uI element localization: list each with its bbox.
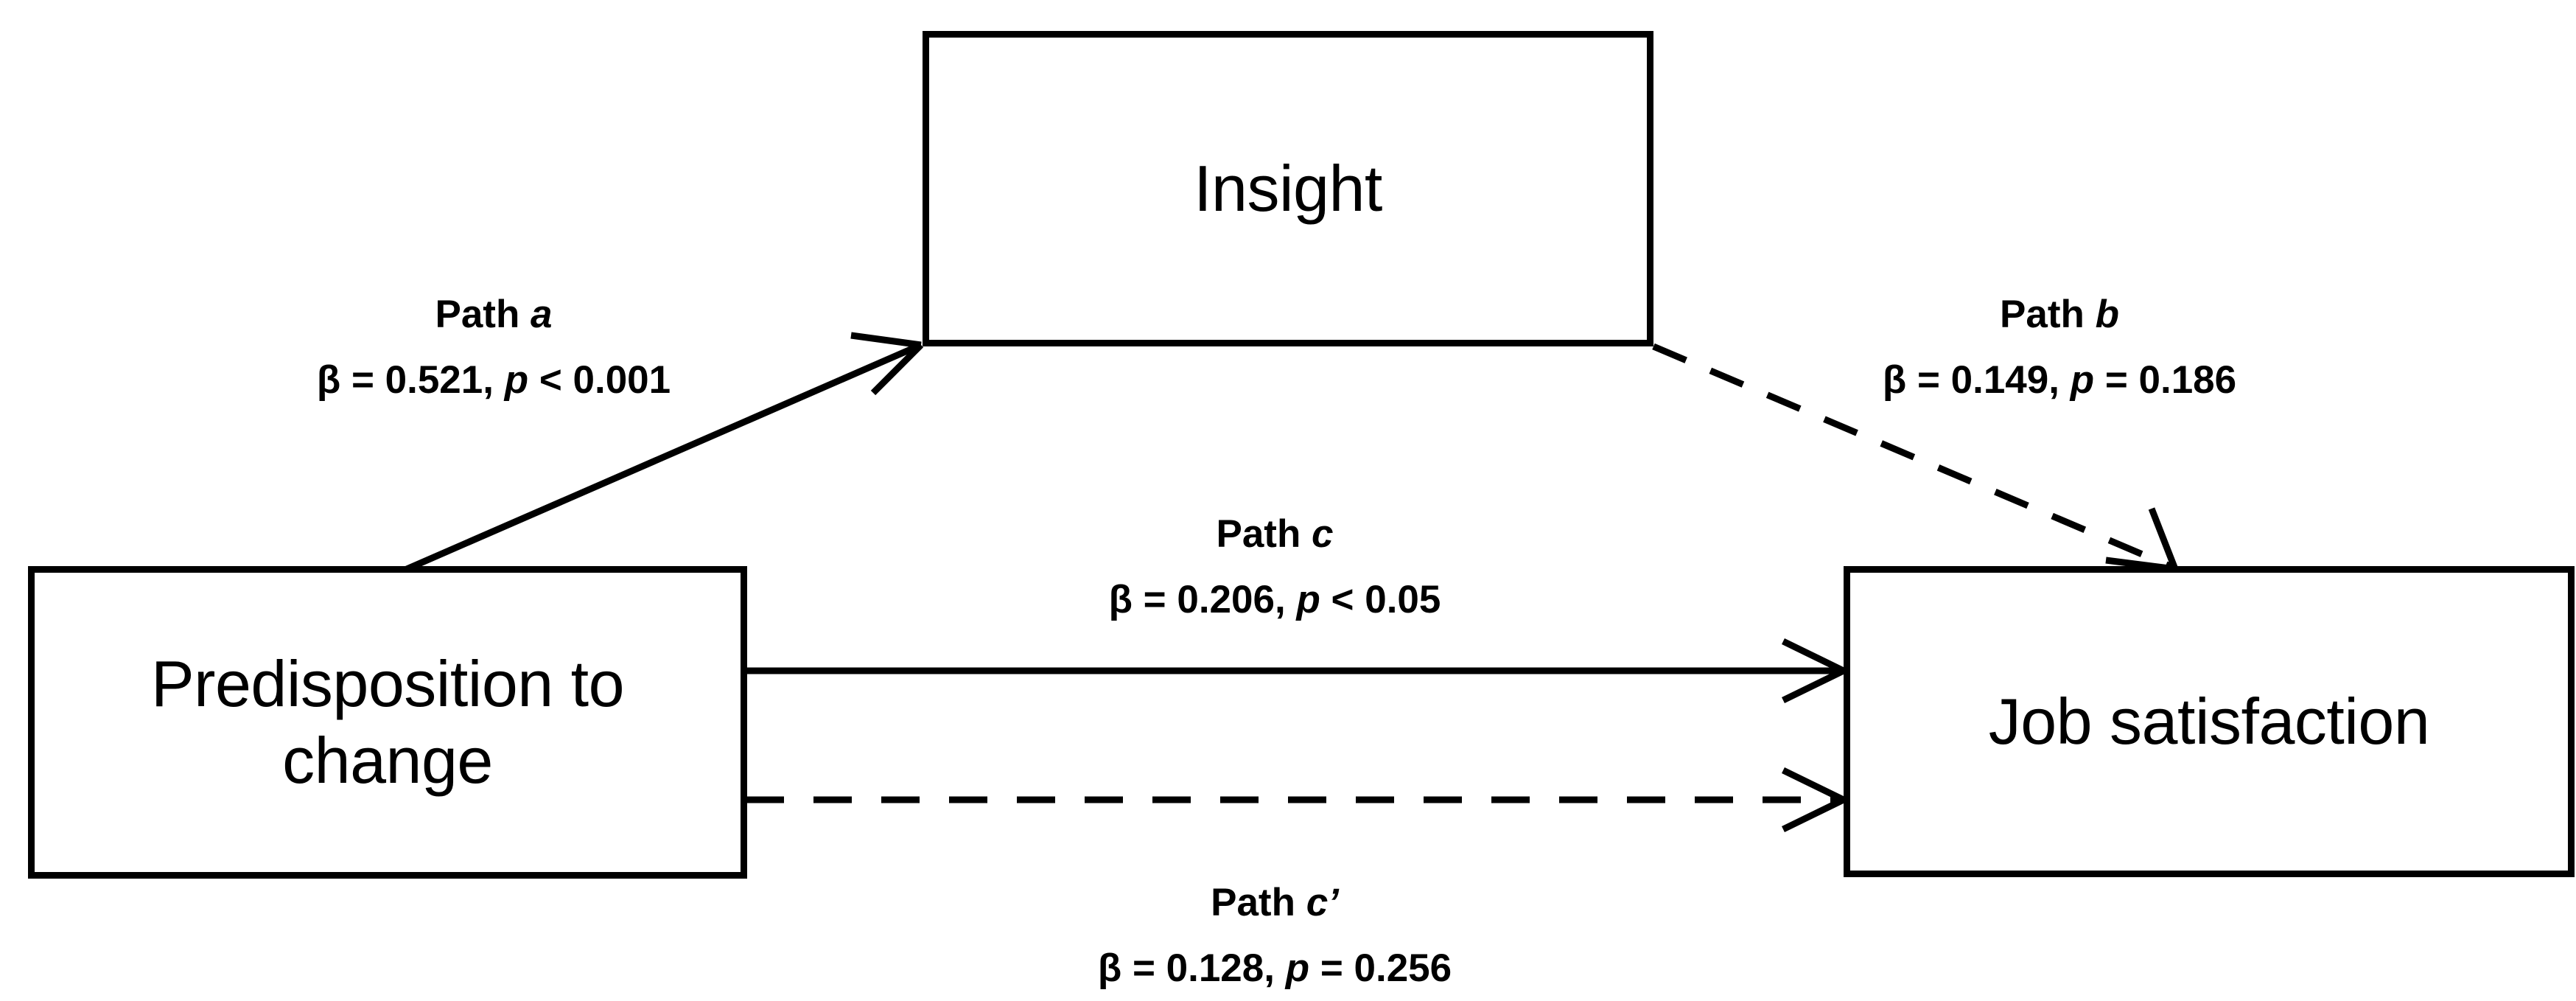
node-job-satisfaction-label: Job satisfaction — [1988, 685, 2430, 758]
path-c-prime-label: Path c’ β = 0.128, p = 0.256 — [1024, 883, 1525, 988]
path-a-label: Path a β = 0.521, p < 0.001 — [243, 295, 744, 400]
node-insight-label: Insight — [1194, 152, 1382, 226]
path-c-prime-name: Path c’ — [1211, 881, 1339, 924]
path-c-connector — [746, 638, 1845, 704]
path-b-stats: β = 0.149, p = 0.186 — [1882, 358, 2237, 402]
path-c-prime-stats: β = 0.128, p = 0.256 — [1097, 946, 1452, 990]
path-c-stats: β = 0.206, p < 0.05 — [1108, 578, 1441, 621]
path-c-prime-connector — [746, 767, 1845, 833]
path-b-label: Path b β = 0.149, p = 0.186 — [1809, 295, 2310, 400]
node-predisposition-to-change[interactable]: Predisposition to change — [28, 566, 747, 879]
path-a-name: Path a — [435, 293, 553, 336]
path-a-stats: β = 0.521, p < 0.001 — [316, 358, 671, 402]
node-insight[interactable]: Insight — [923, 31, 1653, 346]
path-b-name: Path b — [2000, 293, 2119, 336]
node-predisposition-to-change-label: Predisposition to change — [150, 647, 625, 797]
node-job-satisfaction[interactable]: Job satisfaction — [1844, 566, 2575, 877]
path-c-name: Path c — [1216, 512, 1334, 556]
path-a-connector — [405, 332, 924, 573]
path-c-label: Path c β = 0.206, p < 0.05 — [1024, 515, 1525, 619]
